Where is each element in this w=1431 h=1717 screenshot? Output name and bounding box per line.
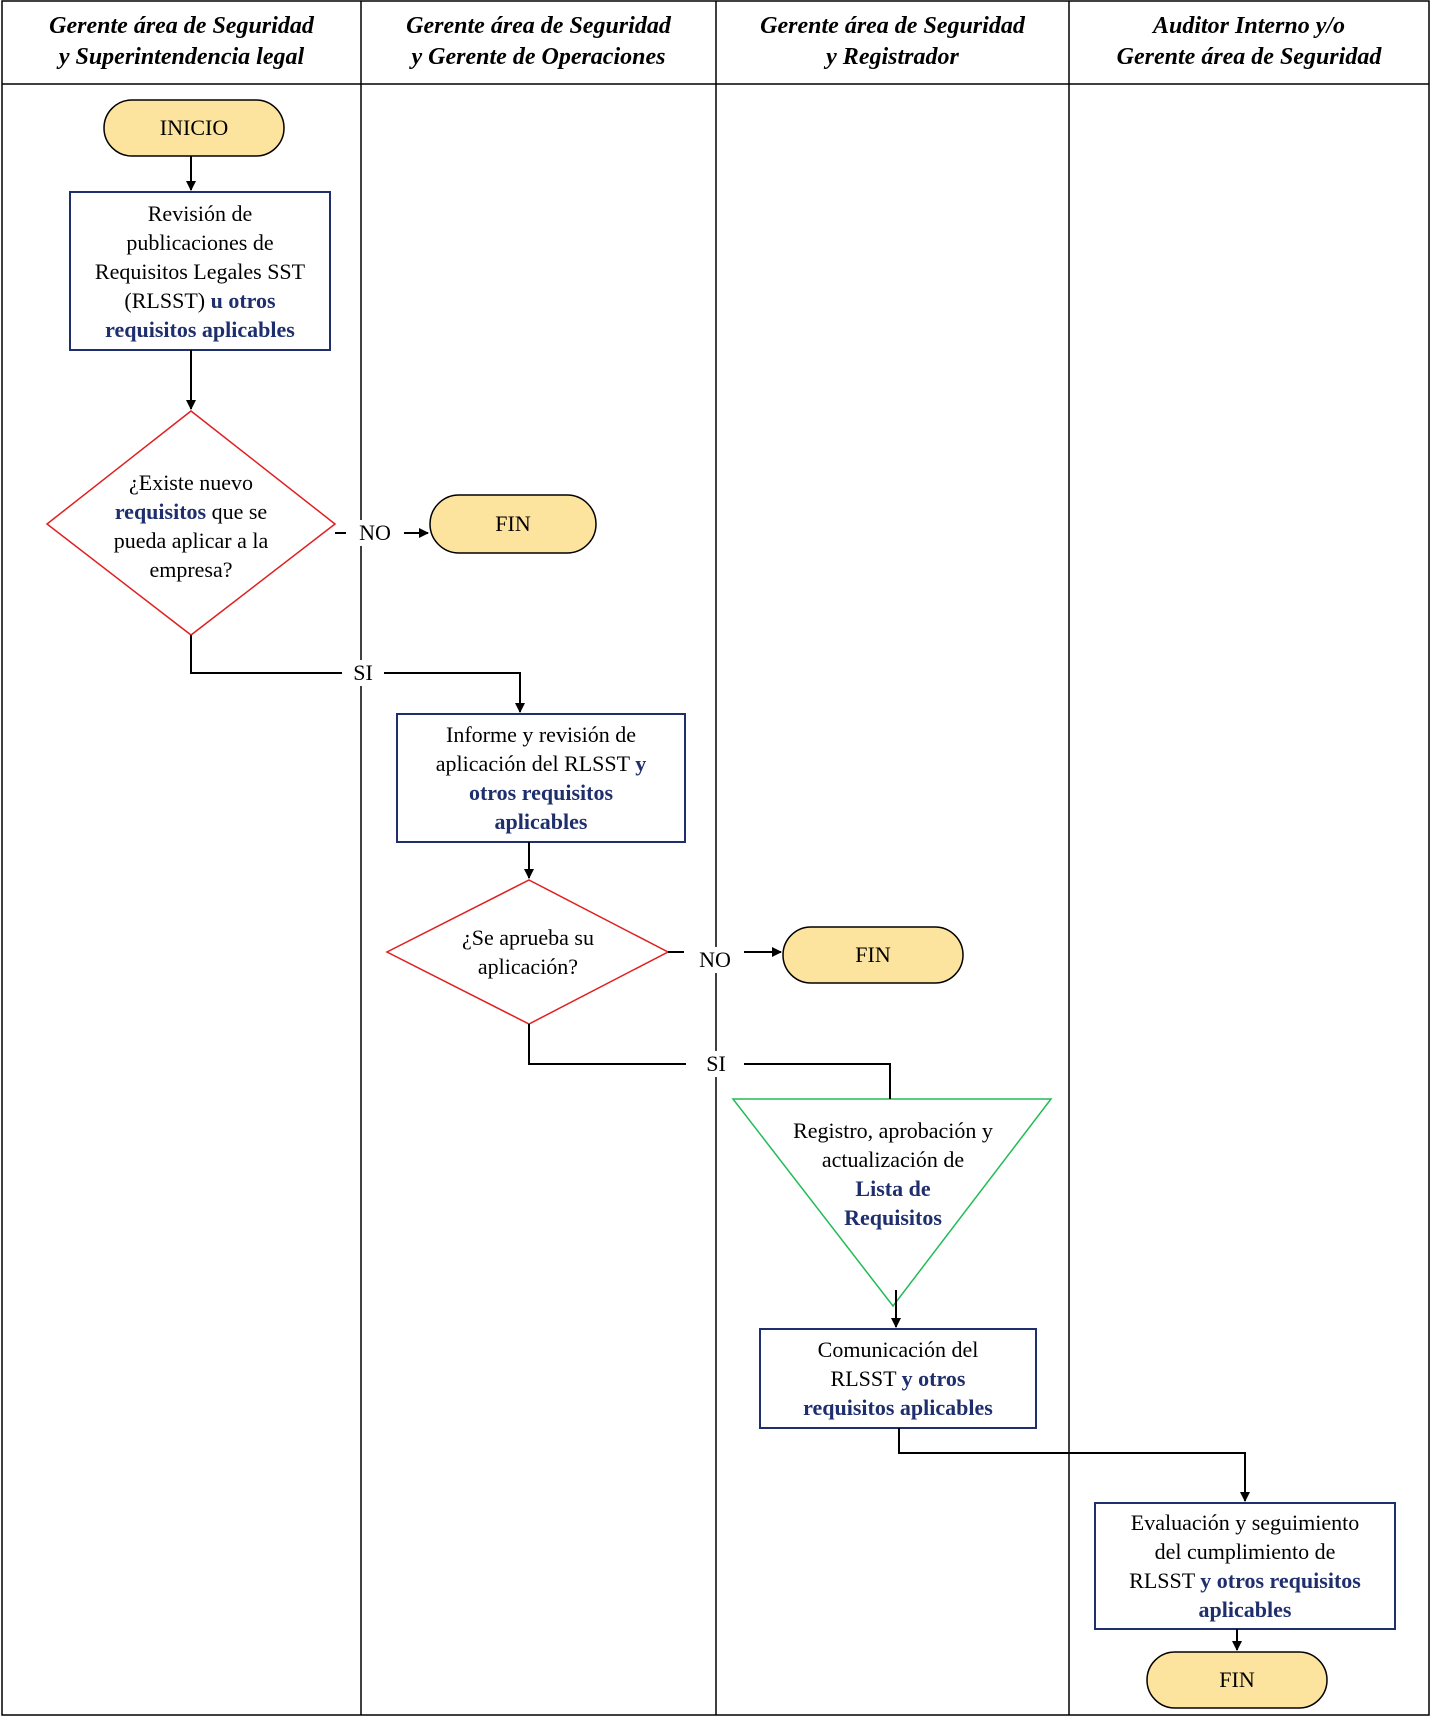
step4-process-shape xyxy=(759,1328,1037,1429)
step2-line1: Informe y revisión de xyxy=(446,722,636,747)
step5-line3: RLSST y otros requisitos xyxy=(1129,1566,1361,1595)
inicio-terminal: INICIO xyxy=(104,100,284,156)
connector-decision1-si-a xyxy=(190,635,342,674)
lane-header-2-line1: Gerente área de Seguridad xyxy=(406,13,671,39)
step5-process-shape xyxy=(1094,1502,1396,1630)
decision2-si-label: SI xyxy=(688,1051,744,1077)
step1-line5: requisitos aplicables xyxy=(105,316,295,342)
step4-process-box: Comunicación del RLSST y otros requisito… xyxy=(760,1329,1036,1428)
step5-process-box: Evaluación y seguimiento del cumplimient… xyxy=(1095,1503,1395,1629)
step4-line2a: RLSST xyxy=(830,1366,897,1391)
connector-decision2-si-b xyxy=(744,1063,891,1099)
fin2-terminal: FIN xyxy=(783,927,963,983)
lane-header-3-line1: Gerente área de Seguridad xyxy=(760,13,1025,39)
step3-line1: Registro, aprobación y xyxy=(793,1118,993,1143)
fin1-terminal-shape xyxy=(429,494,597,554)
decision1-no-label: NO xyxy=(346,520,404,546)
step4-line2: RLSST y otros xyxy=(831,1364,966,1393)
inicio-terminal-shape xyxy=(103,99,285,157)
fin1-terminal: FIN xyxy=(430,495,596,553)
step2-line2a: aplicación del RLSST xyxy=(435,751,630,776)
decision1-line1: ¿Existe nuevo xyxy=(128,470,254,495)
step3-merge-shape xyxy=(731,1098,1053,1308)
step1-process-box: Revisión de publicaciones de Requisitos … xyxy=(70,192,330,350)
step5-line4: aplicables xyxy=(1198,1597,1292,1622)
step5-line3a: RLSST xyxy=(1129,1568,1195,1593)
step3-text: Registro, aprobación y actualización de … xyxy=(763,1110,1023,1238)
fin3-label: FIN xyxy=(1219,1667,1255,1692)
lane-header-4: Auditor Interno y/o Gerente área de Segu… xyxy=(1069,1,1429,83)
step1-line4a: (RLSST) xyxy=(124,287,206,313)
lane-header-1-line2: y Superintendencia legal xyxy=(58,44,305,70)
decision1-line2b: que se xyxy=(211,499,268,524)
step1-line2: publicaciones de xyxy=(126,229,274,255)
step1-line4: (RLSST) u otros xyxy=(124,286,275,315)
step2-line2: aplicación del RLSST y xyxy=(436,749,646,778)
lane-header-3: Gerente área de Seguridad y Registrador xyxy=(716,1,1069,83)
step1-line4b: u otros xyxy=(210,287,276,313)
inicio-label: INICIO xyxy=(159,115,229,140)
fin2-label: FIN xyxy=(855,942,891,967)
fin1-label: FIN xyxy=(495,511,531,536)
step4-line1: Comunicación del xyxy=(817,1337,979,1362)
connector-step4-step5 xyxy=(898,1428,1250,1502)
connector-decision1-si-b xyxy=(384,672,525,713)
step1-line3: Requisitos Legales SST xyxy=(94,258,306,284)
step5-line2: del cumplimiento de xyxy=(1154,1539,1336,1564)
step3-line4: Requisitos xyxy=(844,1205,942,1230)
decision1-line2: requisitos que se xyxy=(115,497,267,526)
decision2-no-label: NO xyxy=(686,947,744,973)
lane-header-1-line1: Gerente área de Seguridad xyxy=(49,13,314,39)
step1-line1: Revisión de xyxy=(147,200,253,226)
fin2-terminal-shape xyxy=(782,926,964,984)
lane-header-2: Gerente área de Seguridad y Gerente de O… xyxy=(361,1,716,83)
step2-line2b: y xyxy=(635,751,647,776)
lane-header-1: Gerente área de Seguridad y Superintende… xyxy=(2,1,361,83)
step5-line1: Evaluación y seguimiento xyxy=(1130,1510,1360,1535)
fin3-terminal: FIN xyxy=(1147,1652,1327,1708)
fin3-terminal-shape xyxy=(1146,1651,1328,1709)
connector-decision2-si-a xyxy=(528,1024,686,1065)
decision1-line2a: requisitos xyxy=(114,499,207,524)
decision1-line4: empresa? xyxy=(149,557,233,582)
step2-process-box: Informe y revisión de aplicación del RLS… xyxy=(397,714,685,842)
step2-line4: aplicables xyxy=(494,809,588,834)
decision1-text: ¿Existe nuevo requisitos que se pueda ap… xyxy=(95,460,287,592)
step5-line3b: y otros requisitos xyxy=(1200,1568,1361,1593)
step2-process-shape xyxy=(396,713,686,843)
step2-line3: otros requisitos xyxy=(468,780,614,805)
step3-line3: Lista de xyxy=(855,1176,931,1201)
step3-line2: actualización de xyxy=(821,1147,965,1172)
step4-line2b: y otros xyxy=(901,1366,966,1391)
decision2-line1: ¿Se aprueba su xyxy=(462,925,594,950)
lane-header-3-line2: y Registrador xyxy=(826,44,959,70)
decision1-line3: pueda aplicar a la xyxy=(113,528,269,553)
lane-header-4-line2: Gerente área de Seguridad xyxy=(1116,44,1382,70)
decision2-text: ¿Se aprueba su aplicación? xyxy=(420,920,636,984)
step4-line3: requisitos aplicables xyxy=(803,1395,993,1420)
lane-header-2-line2: y Gerente de Operaciones xyxy=(411,44,666,70)
decision1-si-label: SI xyxy=(344,660,382,686)
decision2-line2: aplicación? xyxy=(477,954,579,979)
step1-process-shape xyxy=(69,191,331,351)
lane-header-4-line1: Auditor Interno y/o xyxy=(1152,13,1346,39)
